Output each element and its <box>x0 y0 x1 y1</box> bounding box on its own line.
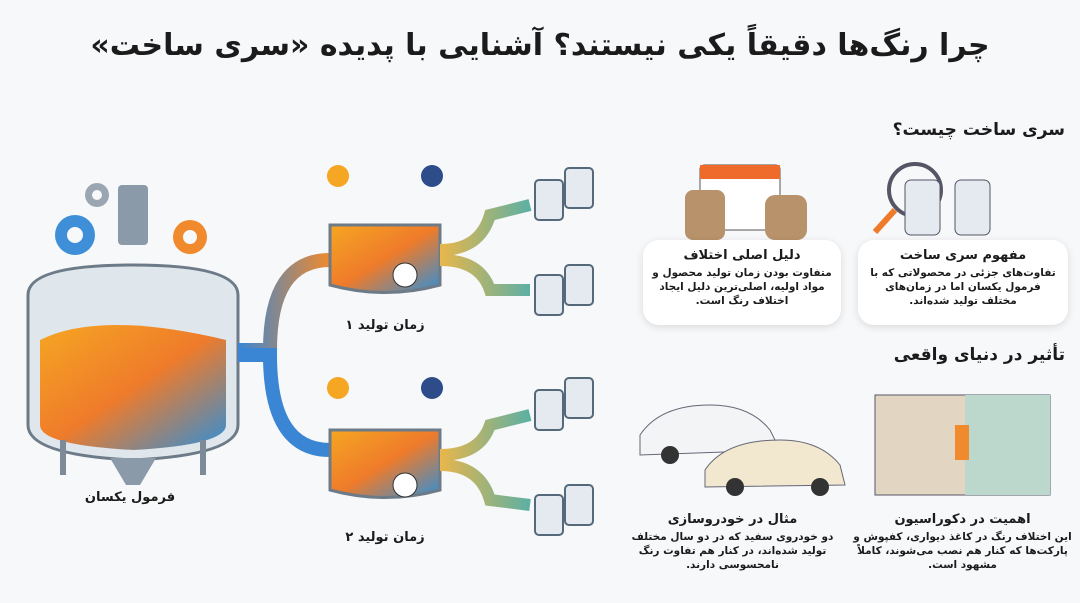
card-title: مثال در خودروسازی <box>667 512 798 527</box>
real-world-illustrations <box>639 394 1051 496</box>
reason-card: دلیل اصلی اختلاف متفاوت بودن زمان تولید … <box>643 240 841 325</box>
batch1-label: زمان تولید ۱ <box>345 318 425 333</box>
card-text: متفاوت بودن زمان تولید محصول و مواد اولی… <box>652 267 832 308</box>
batch2-label: زمان تولید ۲ <box>345 530 425 545</box>
sun-icon <box>327 377 349 399</box>
batch-tank-1 <box>328 223 442 294</box>
moon-icon <box>421 377 443 399</box>
gear-icon <box>85 183 109 207</box>
gear-icon <box>55 215 95 255</box>
card-title: مفهوم سری ساخت <box>899 248 1027 263</box>
real-world-heading: تأثیر در دنیای واقعی <box>893 345 1065 365</box>
automotive-card: مثال در خودروسازی دو خودروی سفید که در د… <box>630 512 835 573</box>
page-title: چرا رنگ‌ها دقیقاً یکی نیستند؟ آشنایی با … <box>90 28 990 63</box>
batch-tank-2 <box>328 428 442 499</box>
card-title: اهمیت در دکوراسیون <box>894 512 1031 527</box>
main-mixing-tank <box>26 185 240 485</box>
paint-can-icon <box>904 179 991 236</box>
sack-icon <box>685 190 807 240</box>
main-tank-label: فرمول یکسان <box>84 490 176 505</box>
person-icon <box>955 425 969 460</box>
car-icon <box>704 439 846 496</box>
concept-card: مفهوم سری ساخت تفاوت‌های جزئی در محصولات… <box>858 240 1068 325</box>
card-text: دو خودروی سفید که در دو سال مختلف تولید … <box>631 531 834 572</box>
sun-icon <box>327 165 349 187</box>
room-icon <box>874 394 1051 496</box>
card-text: این اختلاف رنگ در کاغذ دیواری، کفپوش و پ… <box>853 531 1072 572</box>
paint-cans <box>534 167 594 536</box>
card-text: تفاوت‌های جزئی در محصولاتی که با فرمول ی… <box>870 267 1056 308</box>
moon-icon <box>421 165 443 187</box>
production-diagram <box>26 165 594 536</box>
gear-icon <box>173 220 207 254</box>
card-title: دلیل اصلی اختلاف <box>683 248 801 263</box>
section-illustrations <box>685 162 991 240</box>
what-is-heading: سری ساخت چیست؟ <box>892 120 1065 140</box>
decoration-card: اهمیت در دکوراسیون این اختلاف رنگ در کاغ… <box>850 512 1075 573</box>
